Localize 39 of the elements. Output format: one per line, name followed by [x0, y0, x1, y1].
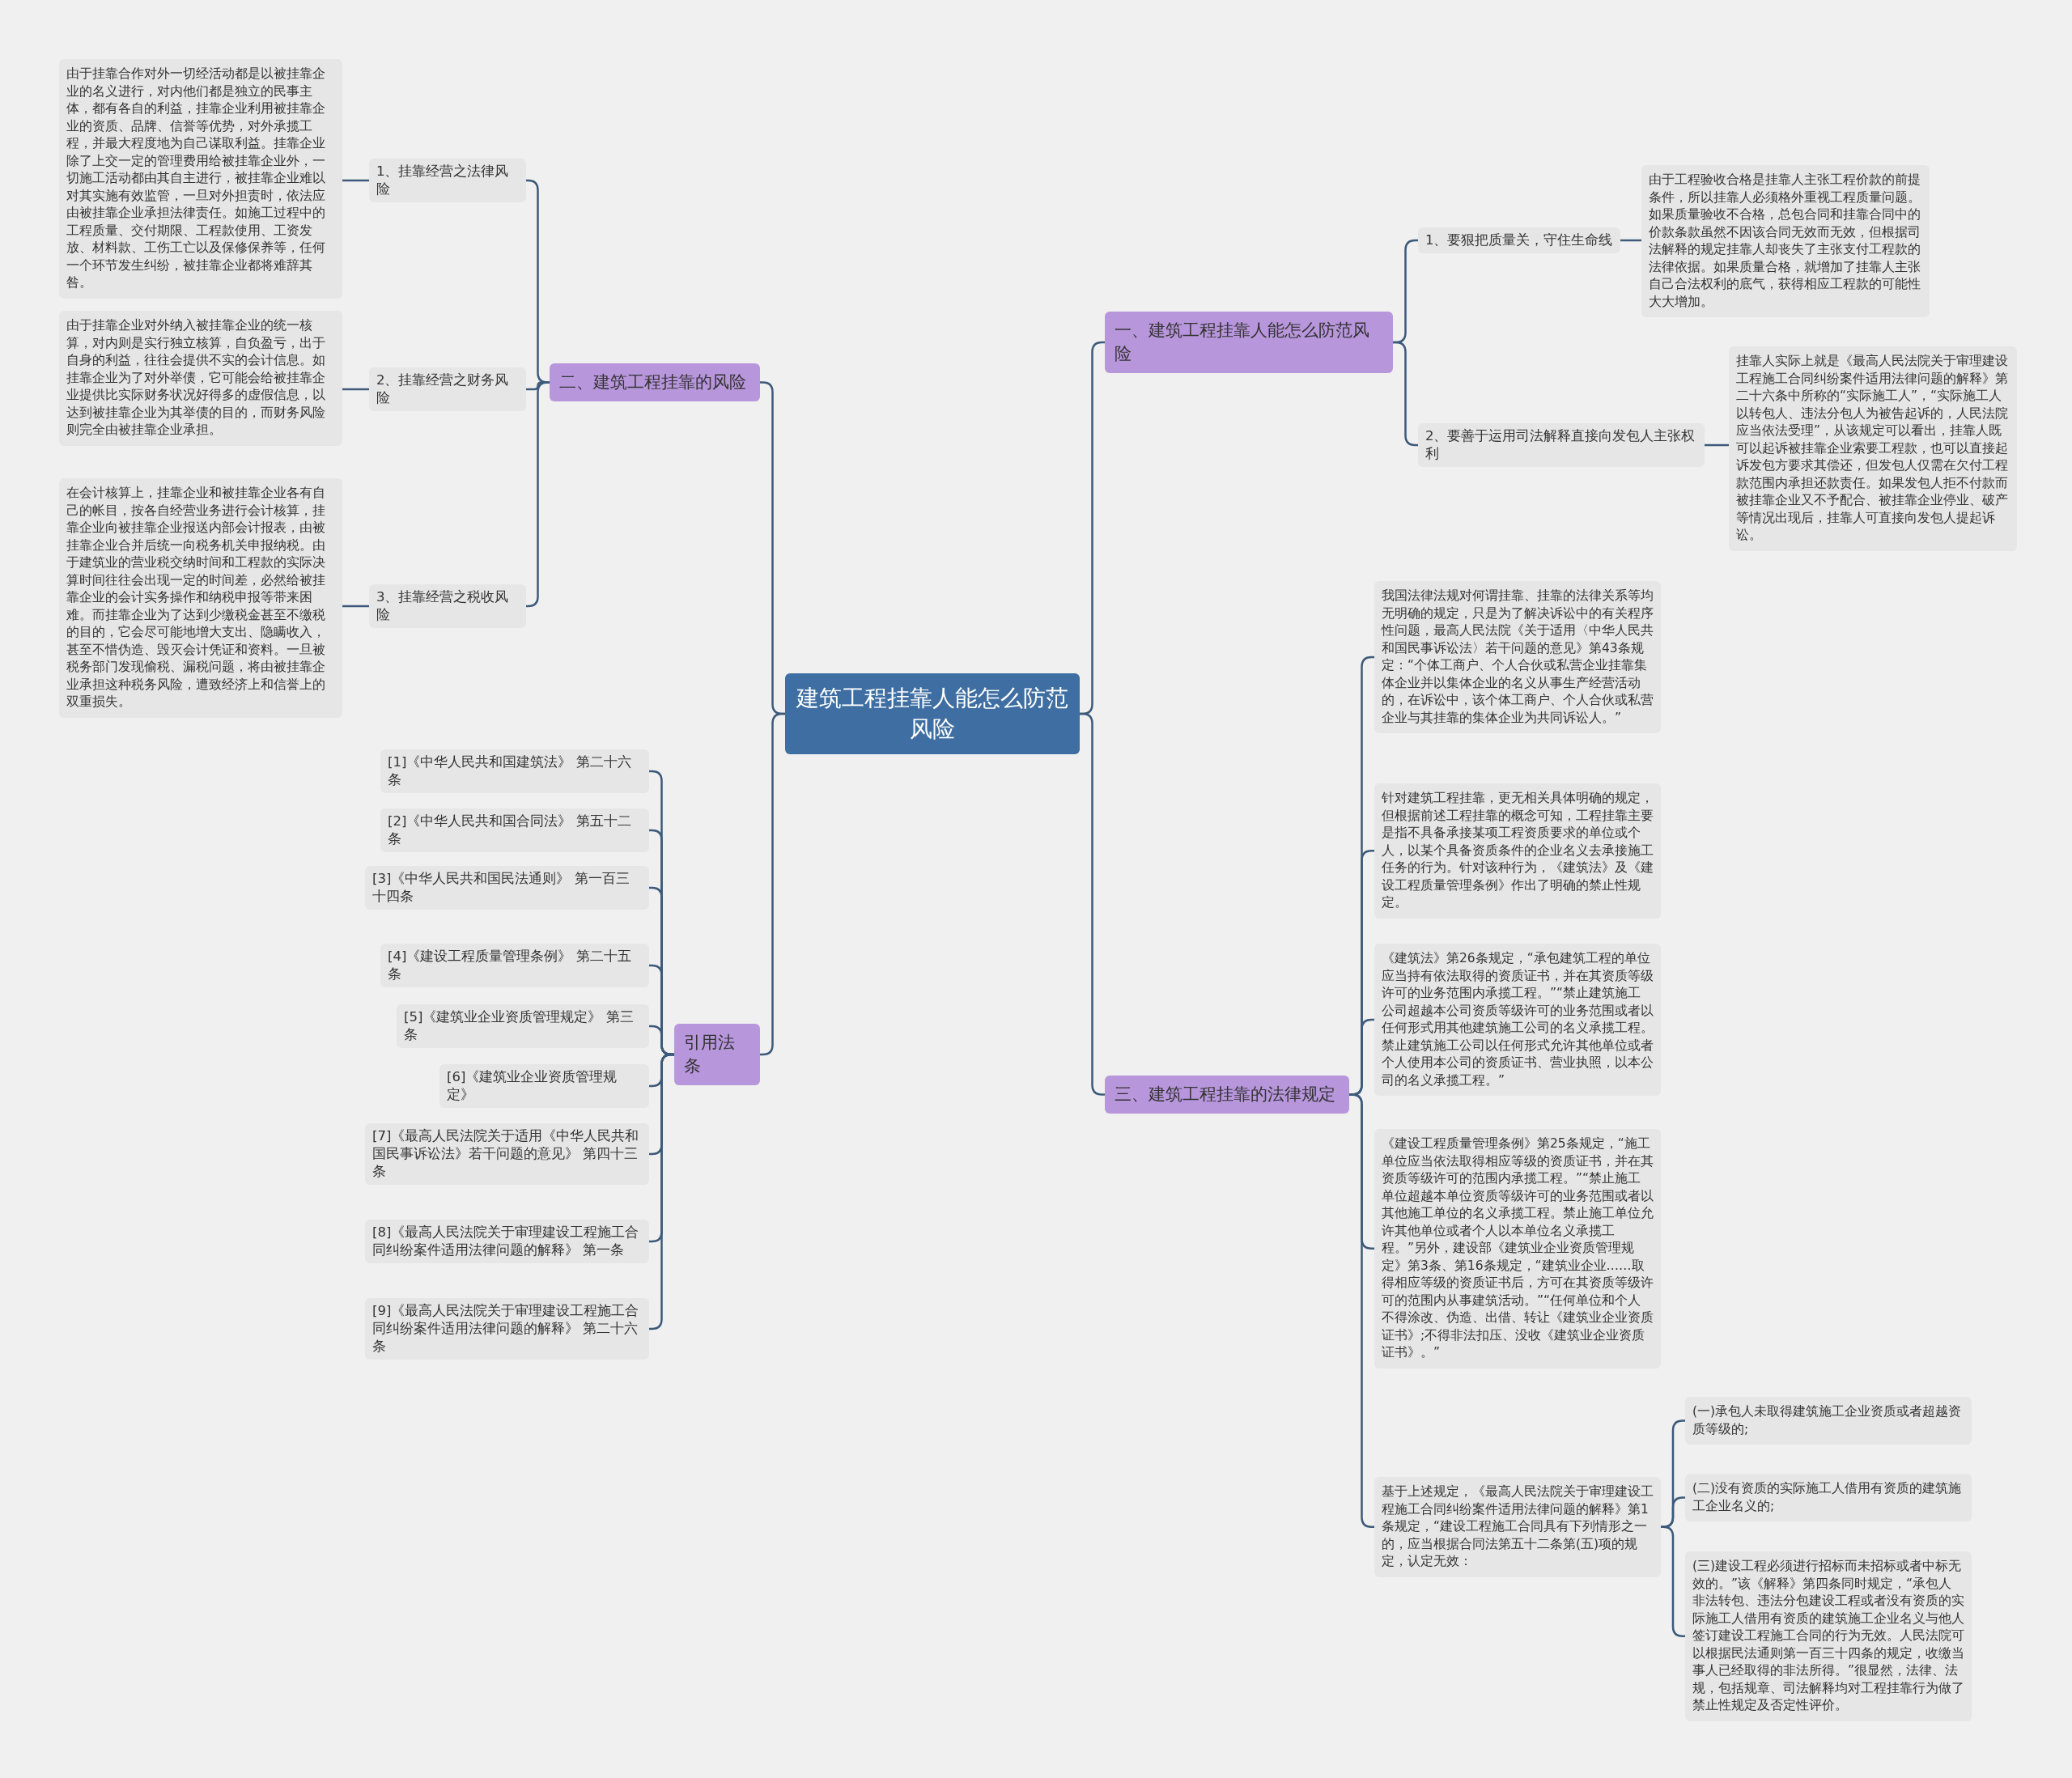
subtopic-box: [7]《最高人民法院关于适用《中华人民共和国民事诉讼法》若干问题的意见》 第四十三条 — [365, 1123, 649, 1185]
connector — [1661, 1526, 1685, 1637]
subtopic-box: [4]《建设工程质量管理条例》 第二十五条 — [380, 944, 649, 987]
branch-topic: 一、建筑工程挂靠人能怎么防范风险 — [1105, 312, 1393, 373]
subtopic-box: [8]《最高人民法院关于审理建设工程施工合同纠纷案件适用法律问题的解释》 第一条 — [365, 1220, 649, 1263]
note-card: (三)建设工程必须进行招标而未招标或者中标无效的。”该《解释》第四条同时规定，“承包人非法转包、违法分包建设工程或者没有资质的实际施工人借用有资质的建筑施工企业名义与他人签订建设工程施工合同的行为无效。人民法院可以根据民法通则第一百三十四条的规定，收缴当事人已经取得的非法所得。”很显然，法律、法规，包括规章、司法解释均对工程挂靠行为做了禁止性规定及否定性评价。 — [1685, 1551, 1972, 1721]
note-card: 由于挂靠企业对外纳入被挂靠企业的统一核算，对内则是实行独立核算，自负盈亏，出于自身的利益，往往会提供不实的会计信息。如挂靠企业为了对外举债，它可能会给被挂靠企业提供比实际财务状况好得多的虚假信息，以达到被挂靠企业为其举债的目的，而财务风险则完全由被挂靠企业承担。 — [59, 311, 342, 446]
subtopic-box: [9]《最高人民法院关于审理建设工程施工合同纠纷案件适用法律问题的解释》 第二十六条 — [365, 1298, 649, 1360]
note-card: 我国法律法规对何谓挂靠、挂靠的法律关系等均无明确的规定，只是为了解决诉讼中的有关程序性问题，最高人民法院《关于适用〈中华人民共和国民事诉讼法〉若干问题的意见》第43条规定：“个体工商户、个人合伙或私营企业挂靠集体企业并以集体企业的名义从事生产经营活动的，在诉讼中，该个体工商户、个人合伙或私营企业与其挂靠的集体企业为共同诉讼人。” — [1374, 581, 1661, 733]
note-card: 在会计核算上，挂靠企业和被挂靠企业各有自己的帐目，按各自经营业务进行会计核算，挂靠企业向被挂靠企业报送内部会计报表，由被挂靠企业合并后统一向税务机关申报纳税。由于建筑业的营业税交纳时间和工程款的实际决算时间往往会出现一定的时间差，必然给被挂靠企业的会计实务操作和纳税申报等带来困难。而挂靠企业为了达到少缴税金甚至不缴税的目的，它会尽可能地增大支出、隐瞒收入，甚至不惜伪造、毁灭会计凭证和资料。一旦被税务部门发现偷税、漏税问题，将由被挂靠企业承担这种税务风险，遭致经济上和信誉上的双重损失。 — [59, 478, 342, 718]
subtopic-box: 3、挂靠经营之税收风险 — [369, 584, 526, 628]
central-topic: 建筑工程挂靠人能怎么防范风险 — [785, 673, 1080, 754]
subtopic-box: [3]《中华人民共和国民法通则》 第一百三十四条 — [365, 866, 649, 910]
connector — [342, 605, 369, 608]
note-card: 针对建筑工程挂靠，更无相关具体明确的规定，但根据前述工程挂靠的概念可知，工程挂靠主要是指不具备承接某项工程资质要求的单位或个人，以某个具备资质条件的企业名义去承接施工任务的行为。针对该种行为，《建筑法》及《建设工程质量管理条例》作出了明确的禁止性规定。 — [1374, 783, 1661, 919]
connector — [1661, 1496, 1685, 1528]
subtopic-box: 1、要狠把质量关，守住生命线 — [1418, 227, 1620, 253]
subtopic-box: 2、要善于运用司法解释直接向发包人主张权利 — [1418, 423, 1705, 467]
note-card: 由于挂靠合作对外一切经活动都是以被挂靠企业的名义进行，对内他们都是独立的民事主体，都有各自的利益，挂靠企业利用被挂靠企业的资质、品牌、信誉等优势，对外承揽工程，并最大程度地为自己谋取利益。挂靠企业除了上交一定的管理费用给被挂靠企业外，一切施工活动都由其自主进行，被挂靠企业难以对其实施有效监管，一旦对外担责时，依法应由被挂靠企业承担法律责任。如施工过程中的工程质量、交付期限、工程款使用、工资发放、材料款、工伤工亡以及保修保养等，任何一个环节发生纠纷，被挂靠企业都将难辞其咎。 — [59, 59, 342, 299]
branch-topic: 三、建筑工程挂靠的法律规定 — [1105, 1076, 1349, 1114]
subtopic-box: [5]《建筑业企业资质管理规定》 第三条 — [397, 1004, 649, 1048]
connector — [1620, 239, 1641, 242]
note-card: 基于上述规定，《最高人民法院关于审理建设工程施工合同纠纷案件适用法律问题的解释》第1条规定，“建设工程施工合同具有下列情形之一的，应当根据合同法第五十二条第(五)项的规定，认定无效： — [1374, 1477, 1661, 1577]
note-card: 《建筑法》第26条规定，“承包建筑工程的单位应当持有依法取得的资质证书，并在其资质等级许可的业务范围内承揽工程。”“禁止建筑施工公司超越本公司资质等级许可的业务范围或者以任何形式用其他建筑施工公司的名义承揽工程。禁止建筑施工公司以任何形式允许其他单位或者个人使用本公司的资质证书、营业执照，以本公司的名义承揽工程。” — [1374, 944, 1661, 1096]
subtopic-box: [2]《中华人民共和国合同法》 第五十二条 — [380, 808, 649, 852]
branch-topic: 引用法条 — [674, 1024, 760, 1085]
note-card: (一)承包人未取得建筑施工企业资质或者超越资质等级的; — [1685, 1397, 1972, 1445]
note-card: 《建设工程质量管理条例》第25条规定，“施工单位应当依法取得相应等级的资质证书，并在其资质等级许可的范围内承揽工程。”“禁止施工单位超越本单位资质等级许可的业务范围或者以其他施工单位的名义承揽工程。禁止施工单位允许其他单位或者个人以本单位名义承揽工程。”另外，建设部《建筑业企业资质管理规定》第3条、第16条规定，“建筑业企业……取得相应等级的资质证书后，方可在其资质等级许可的范围内从事建筑活动。”“任何单位和个人不得涂改、伪造、出借、转让《建筑业企业资质证书》;不得非法扣压、没收《建筑业企业资质证书》。” — [1374, 1129, 1661, 1369]
connector — [1705, 443, 1729, 447]
subtopic-box: [6]《建筑业企业资质管理规定》 — [439, 1064, 649, 1108]
subtopic-box: 1、挂靠经营之法律风险 — [369, 159, 526, 202]
connector — [342, 179, 369, 182]
note-card: (二)没有资质的实际施工人借用有资质的建筑施工企业名义的; — [1685, 1474, 1972, 1521]
connector — [342, 388, 369, 391]
subtopic-box: [1]《中华人民共和国建筑法》 第二十六条 — [380, 749, 649, 793]
subtopic-box: 2、挂靠经营之财务风险 — [369, 367, 526, 411]
note-card: 挂靠人实际上就是《最高人民法院关于审理建设工程施工合同纠纷案件适用法律问题的解释》第二十六条中所称的“实际施工人”，“实际施工人以转包人、违法分包人为被告起诉的，人民法院应当依法受理”，从该规定可以看出，挂靠人既可以起诉被挂靠企业索要工程款，也可以直接起诉发包方要求其偿还，但发包人仅需在欠付工程款范围内承担还款责任。如果发包人拒不付款而被挂靠企业又不予配合、被挂靠企业停业、破产等情况出现后，挂靠人可直接向发包人提起诉讼。 — [1729, 346, 2017, 551]
branch-topic: 二、建筑工程挂靠的风险 — [550, 363, 760, 401]
note-card: 由于工程验收合格是挂靠人主张工程价款的前提条件，所以挂靠人必须格外重视工程质量问题。如果质量验收不合格，总包合同和挂靠合同中的价款条款虽然不因该合同无效而无效，但根据司法解释的规定挂靠人却丧失了主张支付工程款的法律依据。如果质量合格，就增加了挂靠人主张自己合法权利的底气，获得相应工程款的可能性大大增加。 — [1641, 165, 1930, 317]
